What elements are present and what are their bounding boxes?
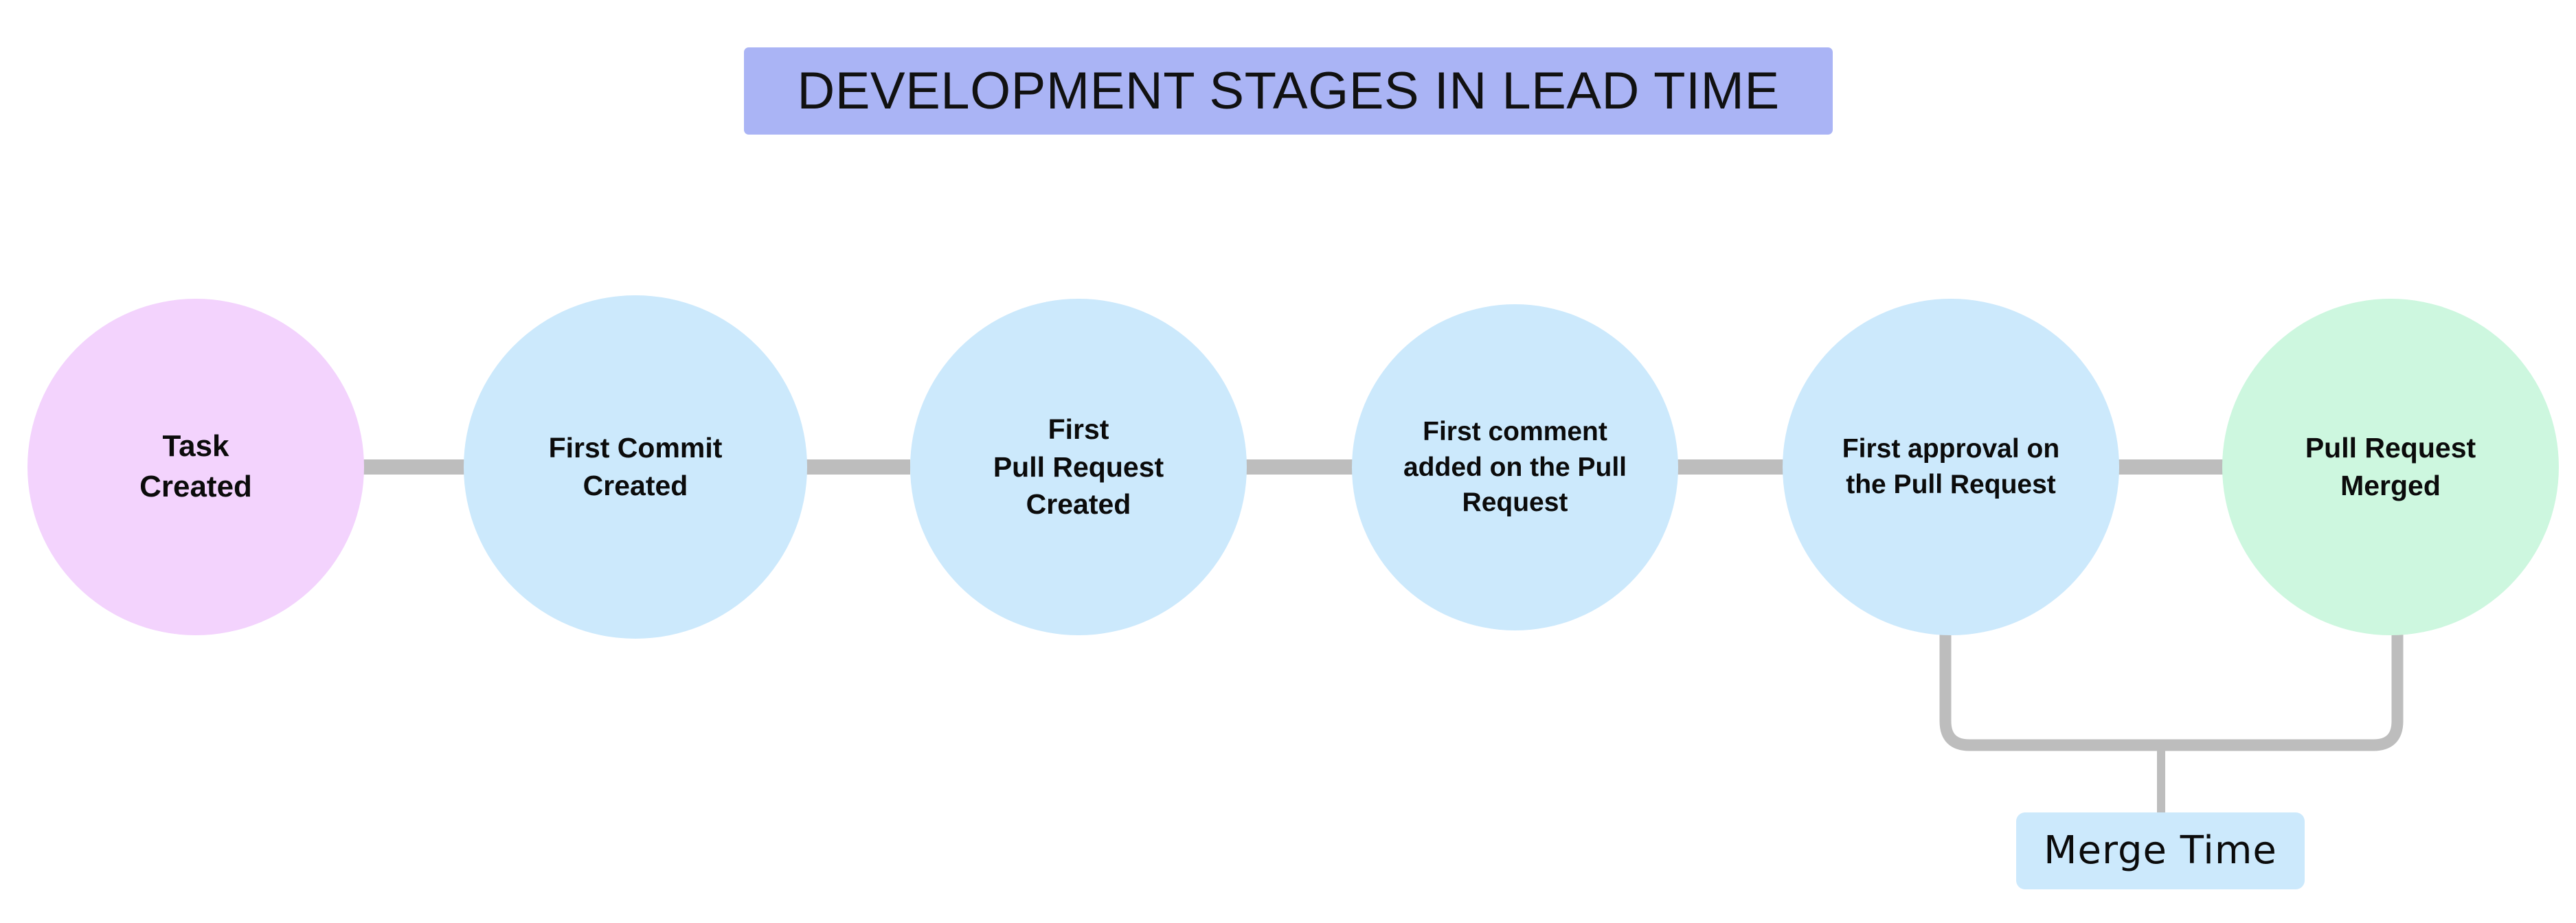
merge-time-label: Merge Time [2044,828,2277,873]
connector-task-to-commit [360,459,470,475]
stage-first-pull-request-created-label: First Pull Request Created [993,413,1164,521]
stage-task-created-label: Task Created [139,429,252,503]
stage-pull-request-merged[interactable]: Pull Request Merged [2222,299,2559,635]
connector-approval-to-merged [2116,459,2226,475]
stage-first-approval-label: First approval on the Pull Request [1842,434,2060,499]
merge-time-bracket [1939,622,2404,814]
connector-pr-to-comment [1243,459,1353,475]
connector-commit-to-pr [804,459,910,475]
stage-first-comment-added-label: First comment added on the Pull Request [1403,416,1627,518]
stage-first-commit-created-label: First Commit Created [548,432,723,501]
stage-first-commit-created[interactable]: First Commit Created [464,295,807,639]
stage-first-approval[interactable]: First approval on the Pull Request [1783,299,2119,635]
stage-first-pull-request-created[interactable]: First Pull Request Created [910,299,1247,635]
stage-first-comment-added[interactable]: First comment added on the Pull Request [1352,304,1678,630]
stage-task-created[interactable]: Task Created [27,299,364,635]
merge-time-label-box[interactable]: Merge Time [2016,812,2305,889]
page-title: DEVELOPMENT STAGES IN LEAD TIME [797,61,1780,120]
diagram-title-banner: DEVELOPMENT STAGES IN LEAD TIME [744,47,1833,135]
stage-pull-request-merged-label: Pull Request Merged [2305,432,2476,501]
connector-comment-to-approval [1675,459,1785,475]
